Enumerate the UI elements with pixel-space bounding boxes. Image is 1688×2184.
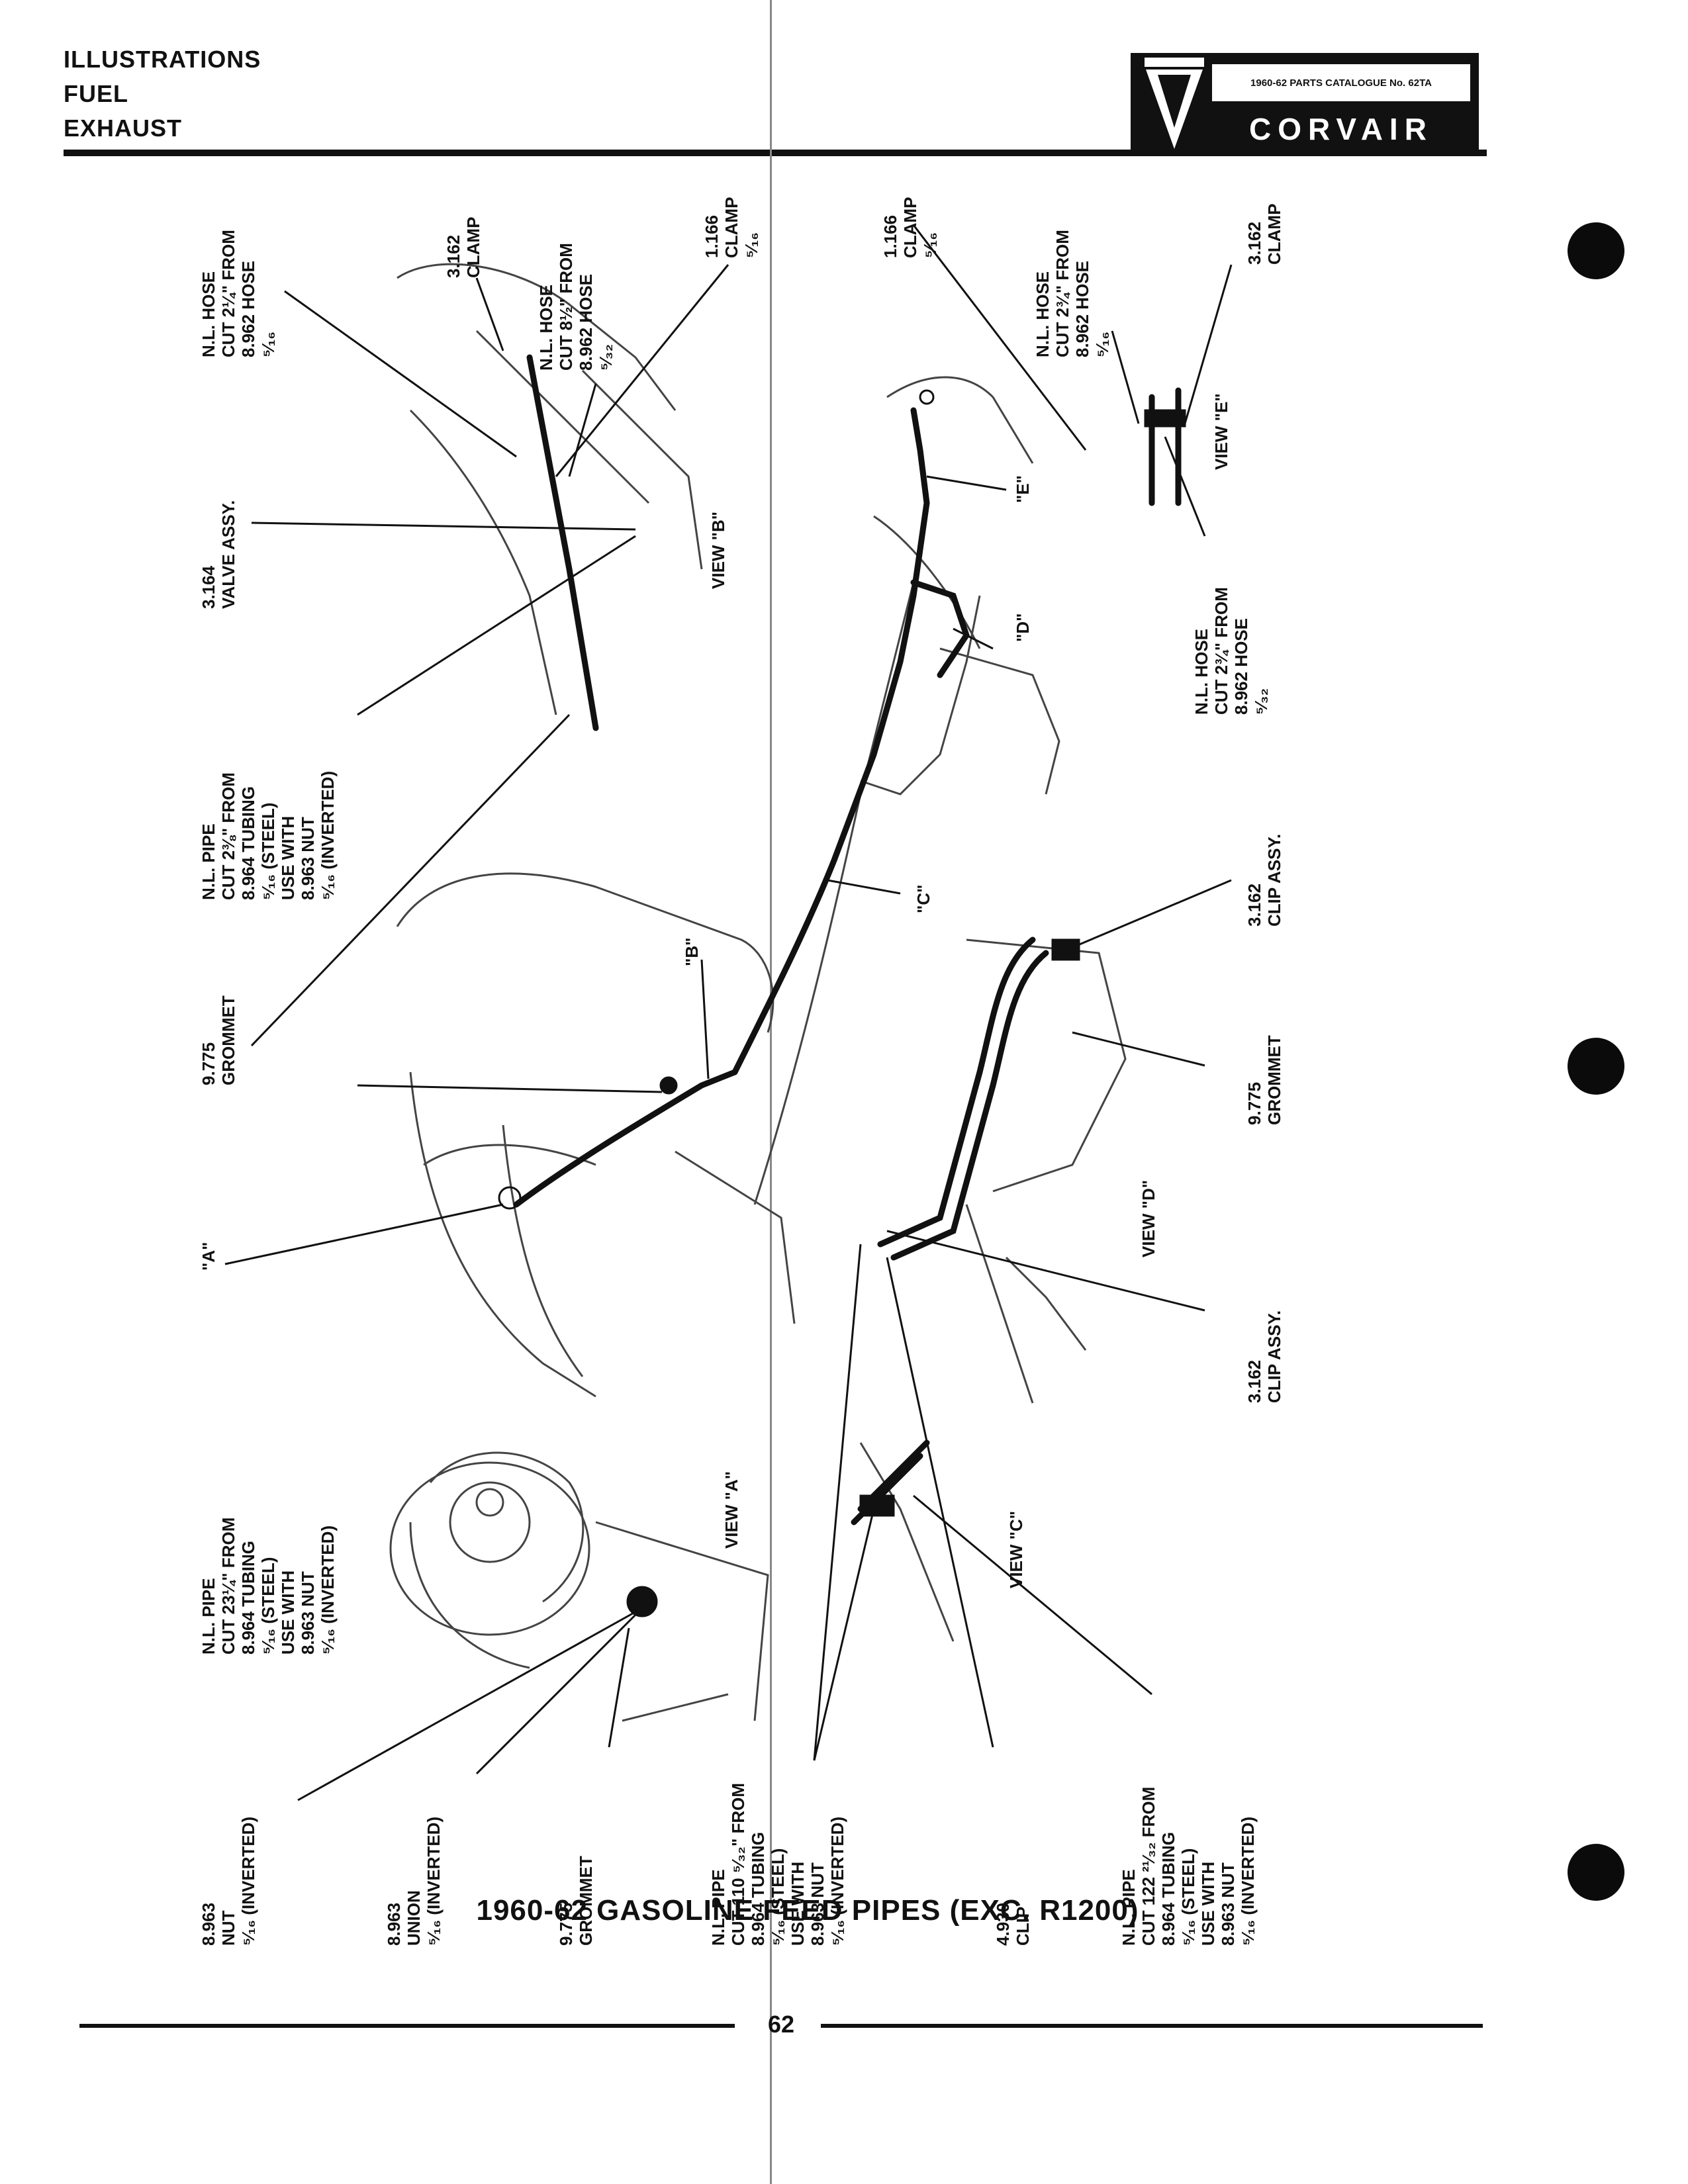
callout-clamp-1166-right: 1.166 CLAMP ⁵⁄₁₆ xyxy=(880,197,940,258)
body-panel-outlines xyxy=(396,263,1127,1722)
figure-caption: 1960-62 GASOLINE FEED PIPES (EXC. R1200) xyxy=(476,1894,1139,1927)
brand-name: CORVAIR xyxy=(1249,112,1433,146)
callout-pipe-short: N.L. PIPE CUT 2⅜" FROM 8.964 TUBING ⁵⁄₁₆… xyxy=(199,770,338,900)
callout-valve-assy: 3.164 VALVE ASSY. xyxy=(199,500,238,609)
callout-marker-a: "A" xyxy=(199,1242,218,1271)
footer-rule-left xyxy=(79,2024,735,2028)
callout-clamp-1166-left: 1.166 CLAMP ⁵⁄₁₆ xyxy=(702,197,761,258)
corvair-logo: 1960-62 PARTS CATALOGUE No. 62TA CORVAIR xyxy=(1131,53,1479,156)
catalogue-label: 1960-62 PARTS CATALOGUE No. 62TA xyxy=(1212,64,1470,101)
page-number: 62 xyxy=(767,2011,795,2038)
fuel-pipe-routes xyxy=(513,354,1182,1525)
callout-clamp-3162-top: 3.162 CLAMP xyxy=(444,216,483,278)
callout-view-b: VIEW "B" xyxy=(708,511,728,589)
callout-hose-top-b: N.L. HOSE CUT 8½" FROM 8.962 HOSE ⁵⁄₃₂ xyxy=(536,243,616,371)
callout-hose-right-a: N.L. HOSE CUT 2¾" FROM 8.962 HOSE ⁵⁄₁₆ xyxy=(1033,230,1112,357)
callout-view-e: VIEW "E" xyxy=(1211,393,1231,470)
callout-nut: 8.963 NUT ⁵⁄₁₆ (INVERTED) xyxy=(199,1816,258,1946)
callout-marker-e: "E" xyxy=(1013,475,1033,503)
callout-marker-b: "B" xyxy=(682,937,702,966)
section-label-illustrations: ILLUSTRATIONS xyxy=(64,46,261,73)
binder-hole-bottom xyxy=(1568,1844,1624,1901)
callout-clamp-3162-right: 3.162 CLAMP xyxy=(1244,203,1284,265)
binder-hole-middle xyxy=(1568,1038,1624,1095)
section-label-exhaust: EXHAUST xyxy=(64,114,183,142)
callout-view-d: VIEW "D" xyxy=(1139,1179,1158,1257)
leader-lines xyxy=(224,224,1233,1801)
callout-marker-d: "D" xyxy=(1013,613,1033,642)
callout-marker-c: "C" xyxy=(914,884,933,913)
callout-clip-assy-top: 3.162 CLIP ASSY. xyxy=(1244,833,1284,927)
corvair-emblem-icon xyxy=(1145,58,1204,149)
callout-view-c: VIEW "C" xyxy=(1006,1510,1026,1588)
section-labels: ILLUSTRATIONS FUEL EXHAUST xyxy=(64,42,261,146)
callout-view-a: VIEW "A" xyxy=(722,1471,741,1549)
fittings xyxy=(498,389,1186,1617)
callout-grommet-right: 9.775 GROMMET xyxy=(1244,1035,1284,1125)
footer-rule-right xyxy=(821,2024,1483,2028)
distributor-outline xyxy=(389,1461,590,1636)
callout-hose-top-a: N.L. HOSE CUT 2¼" FROM 8.962 HOSE ⁵⁄₁₆ xyxy=(199,230,278,357)
page-fold-line xyxy=(770,0,772,2184)
callout-pipe-long-a: N.L. PIPE CUT 23¼" FROM 8.964 TUBING ⁵⁄₁… xyxy=(199,1517,338,1655)
callout-clip-assy-bottom: 3.162 CLIP ASSY. xyxy=(1244,1310,1284,1403)
callout-grommet-left: 9.775 GROMMET xyxy=(199,995,238,1085)
header-rule xyxy=(64,150,1487,156)
callout-hose-right-b: N.L. HOSE CUT 2¾" FROM 8.962 HOSE ⁵⁄₃₂ xyxy=(1192,587,1271,715)
section-label-fuel: FUEL xyxy=(64,80,128,107)
binder-hole-top xyxy=(1568,222,1624,279)
